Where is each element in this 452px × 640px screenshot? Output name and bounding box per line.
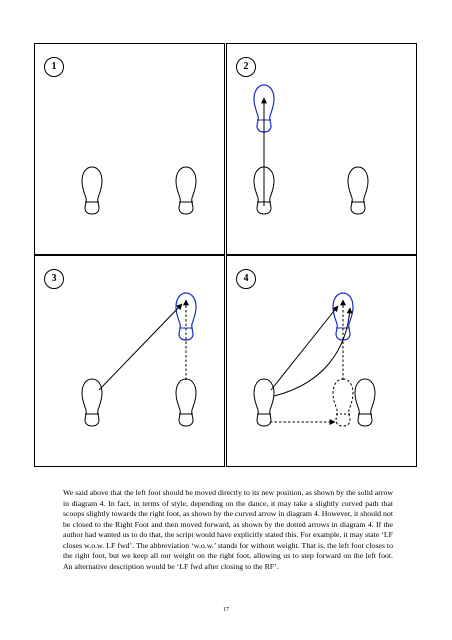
- diagram-number-4: 4: [236, 269, 256, 289]
- right-foot: [347, 166, 369, 215]
- right-foot: [354, 378, 376, 427]
- diagram-panel-2: 2: [226, 43, 417, 255]
- diagram-number-1: 1: [44, 57, 64, 77]
- diagram-number-3: 3: [44, 269, 64, 289]
- diagram-panel-3: 3: [34, 255, 225, 467]
- page-number: 17: [223, 607, 229, 613]
- left-foot-closed-dotted: [332, 378, 354, 427]
- solid-arrow: [270, 305, 339, 391]
- left-foot-start: [253, 378, 275, 427]
- diagram-number-2: 2: [236, 57, 256, 77]
- solid-arrow: [98, 303, 183, 391]
- diagram-grid: 1 2: [34, 43, 417, 467]
- left-foot-start: [81, 166, 103, 215]
- right-foot: [175, 166, 197, 215]
- left-foot-start: [81, 378, 103, 427]
- body-paragraph: We said above that the left foot should …: [63, 488, 393, 571]
- right-foot: [175, 378, 197, 427]
- curved-arrow: [273, 307, 353, 397]
- diagram-panel-4: 4: [226, 255, 417, 467]
- diagram-panel-1: 1: [34, 43, 225, 255]
